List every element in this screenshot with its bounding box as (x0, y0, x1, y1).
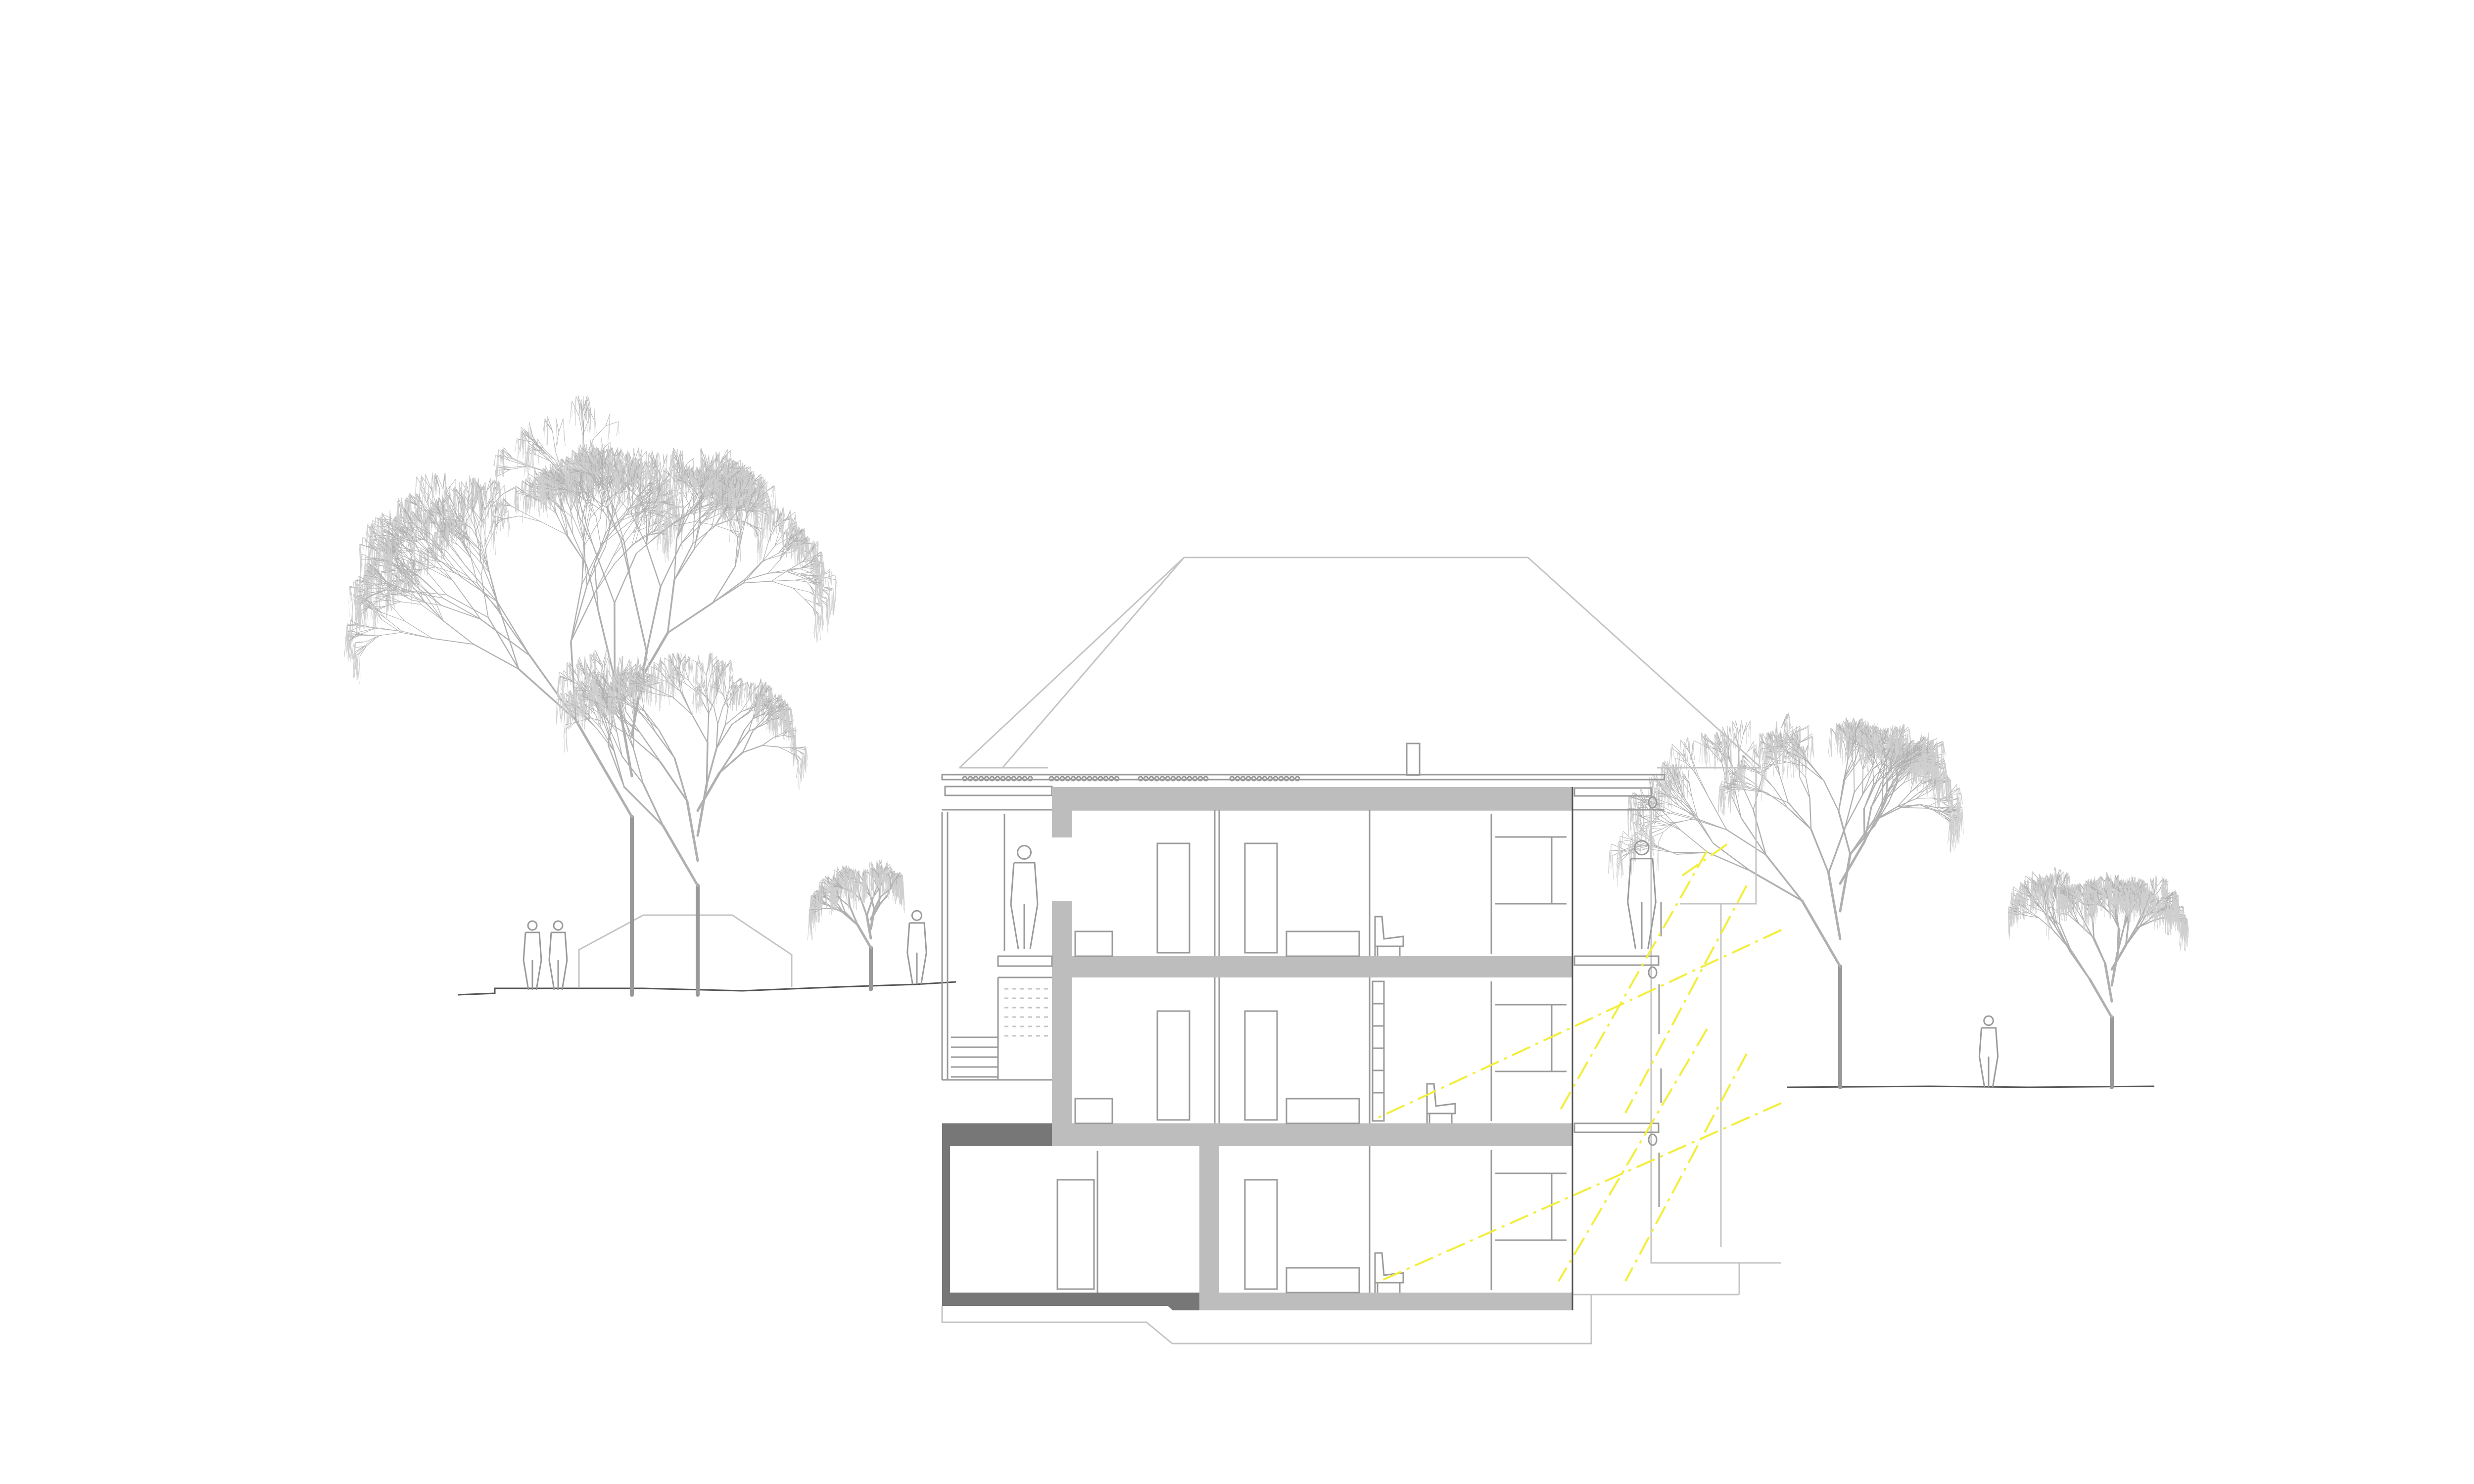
sun-ray (1558, 850, 1708, 1113)
door (1244, 1010, 1278, 1121)
bed (1285, 1267, 1360, 1294)
interior (1056, 810, 1567, 1294)
bench (1074, 930, 1113, 957)
sun-ray (1377, 929, 1782, 1119)
slab-level-2 (1052, 956, 1572, 977)
trees (344, 394, 2189, 1089)
bench (1074, 1098, 1113, 1124)
bed (1285, 930, 1360, 957)
person (1978, 1015, 1999, 1088)
background-house (578, 914, 793, 987)
people (523, 840, 1999, 1088)
armchair (1426, 1083, 1456, 1123)
tree (1608, 712, 1964, 1089)
foundation-outline (941, 1295, 1592, 1345)
person (1627, 840, 1657, 949)
person (906, 910, 927, 985)
floor-1 (1056, 1146, 1567, 1294)
stairs (951, 988, 1052, 1078)
slab-level-1 (1052, 1123, 1572, 1146)
bed (1285, 1098, 1360, 1124)
person (1010, 845, 1039, 949)
person (523, 920, 542, 990)
roof (941, 556, 1762, 811)
top-slab (1052, 787, 1572, 810)
sun-ray (1624, 885, 1748, 1113)
ground-line-left (457, 981, 956, 996)
sun-ray (1558, 1028, 1708, 1282)
floor-2 (1074, 977, 1567, 1124)
door (1244, 1179, 1278, 1290)
tree (2007, 867, 2189, 1089)
right-balconies (1573, 787, 1662, 1207)
left-wall-upper (1052, 787, 1072, 837)
sun-rays (1377, 840, 1782, 1283)
tree (807, 858, 905, 991)
sun-ray (1681, 840, 1733, 877)
door (1244, 842, 1278, 954)
interior-column (1199, 1123, 1219, 1310)
door (1056, 1179, 1095, 1290)
adjacent-building (1572, 767, 1781, 1296)
armchair (1374, 916, 1404, 956)
door (1156, 1010, 1190, 1121)
sun-ray (1624, 1053, 1748, 1282)
ground-line-right (1787, 1085, 2155, 1088)
chimney (1406, 742, 1421, 776)
left-terrace (941, 812, 1053, 1081)
door (1156, 842, 1190, 954)
roof-insulation (962, 776, 1300, 782)
sun-ray (1377, 1102, 1782, 1283)
structure-cut (942, 787, 1573, 1310)
tree (556, 649, 809, 997)
tree (344, 394, 838, 997)
left-wall (1052, 901, 1072, 1146)
bottom-slab (1199, 1293, 1572, 1310)
floor-3 (1074, 810, 1567, 957)
person (548, 920, 568, 990)
armchair (1374, 1252, 1404, 1293)
basement-wall (942, 1123, 1199, 1310)
